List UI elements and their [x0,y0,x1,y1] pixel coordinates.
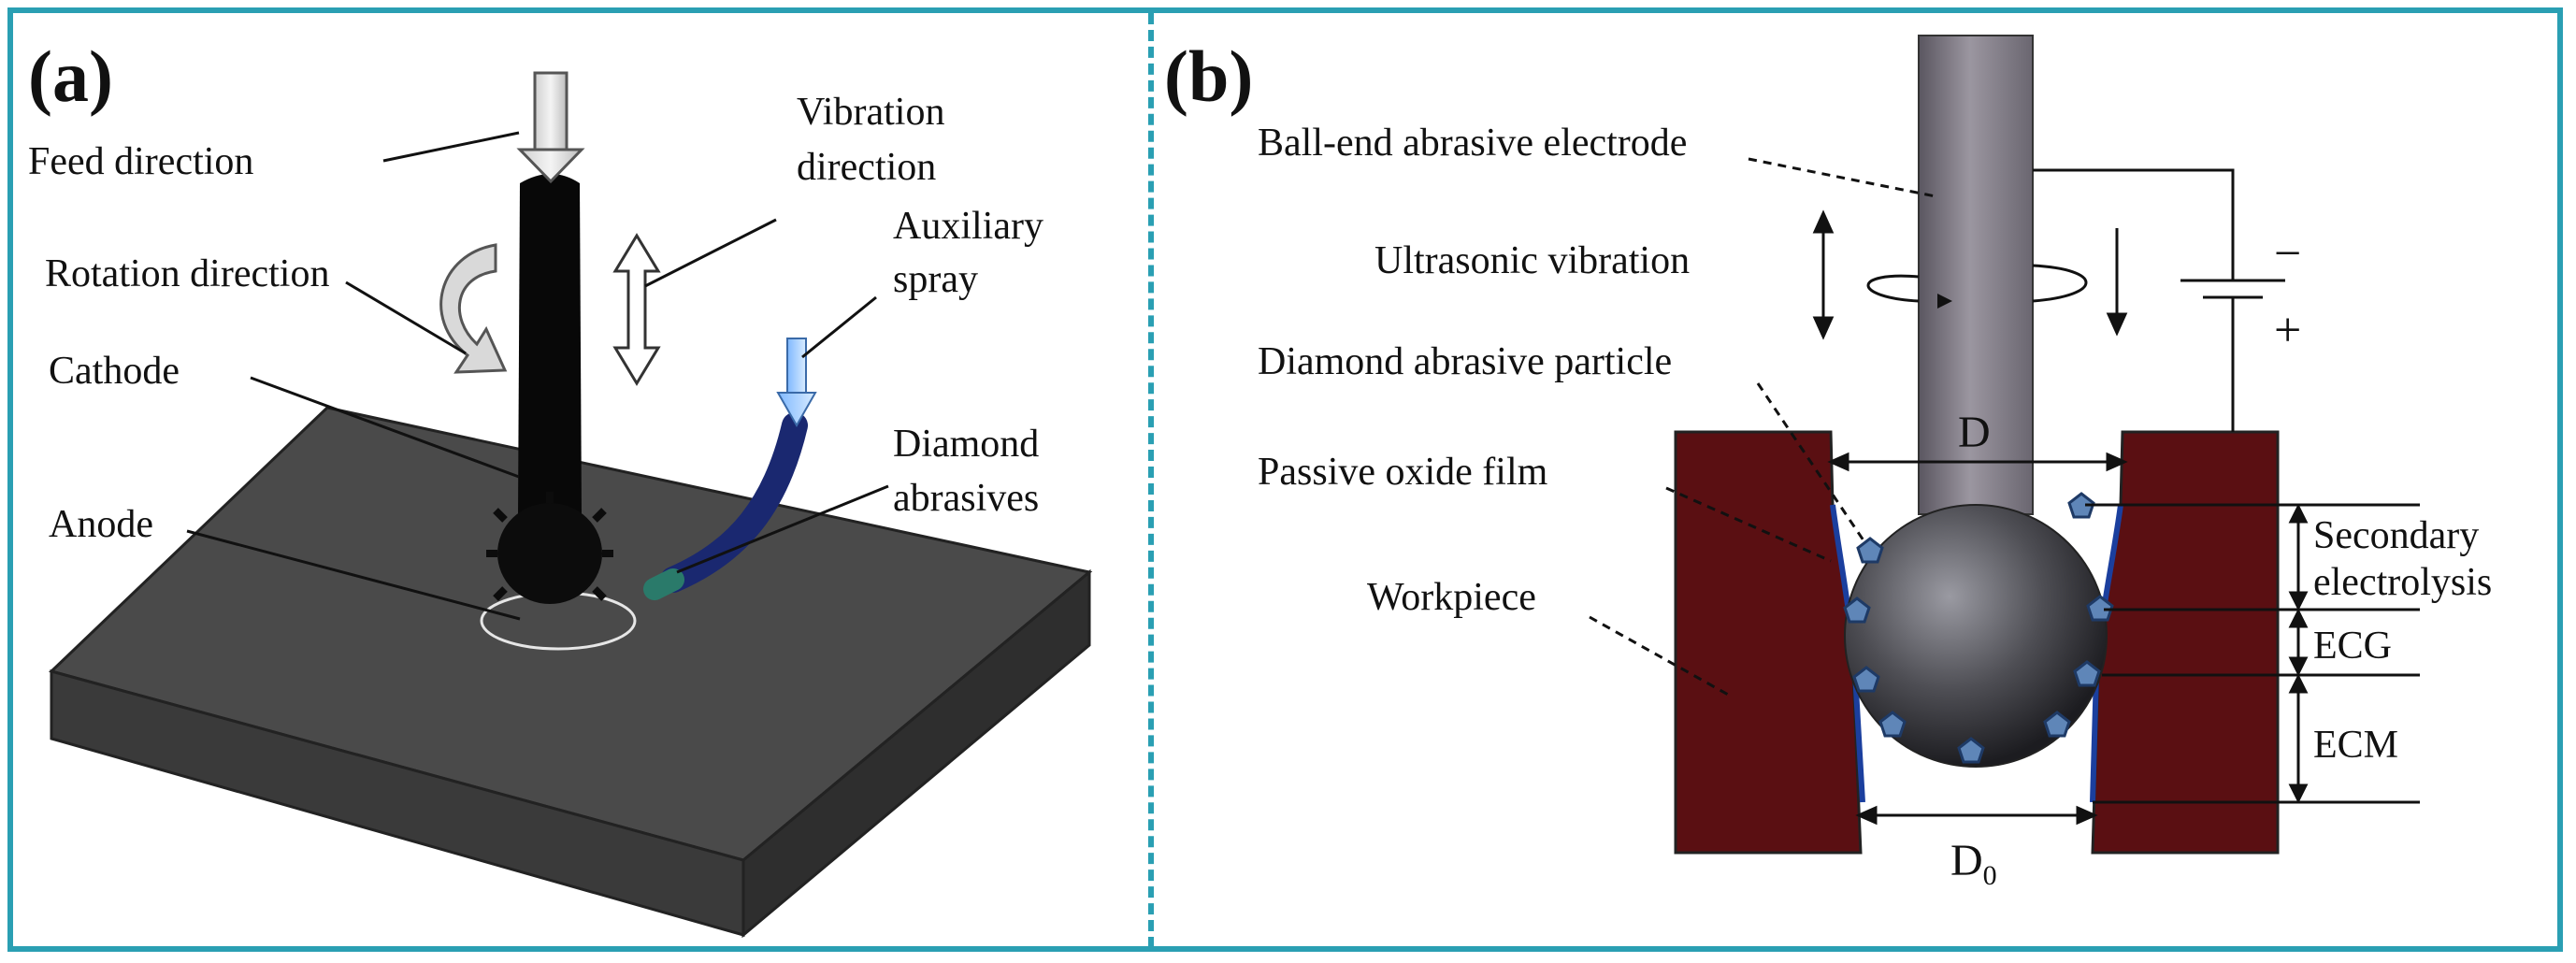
panel-b: (b) [1164,35,2492,891]
spray-nozzle [643,338,817,600]
power-circuit [2033,168,2285,432]
feed-arrow [516,71,585,184]
panel-divider [1148,13,1154,948]
diameter-d0-label: D0 [1950,836,1997,891]
diameter-d-label: D [1958,408,1991,457]
panel-a-leaders [186,131,889,621]
zone-lines [2085,503,2420,804]
ecm-label: ECM [2313,724,2398,767]
dimension-lines [1827,452,2128,826]
diamond-abrasives-label-line1: Diamond [893,423,1039,466]
diamond-particles [1843,492,2114,764]
feed-arrow-b [2106,228,2128,337]
rotation-direction-label: Rotation direction [45,252,329,295]
oxide-film-label: Passive oxide film [1258,451,1548,494]
vibration-label-line2: direction [797,146,936,189]
plus-terminal: + [2274,304,2301,357]
auxiliary-spray-label-line2: spray [893,258,978,301]
workpiece-label: Workpiece [1367,576,1536,619]
cathode-label: Cathode [49,350,180,393]
panel-a: (a) [28,36,1093,939]
diamond-abrasives-label-line2: abrasives [893,477,1039,520]
figure-frame [7,7,2563,952]
minus-terminal: − [2274,227,2301,280]
anode-label: Anode [49,503,153,546]
electrode-label: Ball-end abrasive electrode [1258,122,1687,165]
anode-plate [49,406,1093,939]
rotation-arrow [439,243,508,374]
feed-direction-label: Feed direction [28,140,253,183]
secondary-electrolysis-label-line2: electrolysis [2313,561,2492,604]
ecg-label: ECG [2313,625,2392,668]
panel-a-tag: (a) [28,36,113,117]
vibration-label-line1: Vibration [797,91,944,134]
vibration-arrow [612,233,661,386]
diamond-particle-label: Diamond abrasive particle [1258,340,1672,383]
cathode-tool [486,174,613,604]
ball-end [1844,504,2108,768]
panel-b-tag: (b) [1164,36,1253,117]
workpiece-left [1674,430,1863,855]
workpiece-right [2091,430,2280,855]
panel-b-leaders [1589,157,1936,697]
ultrasonic-arrow [1812,209,1835,340]
rotation-indicator [1866,264,2088,309]
ultrasonic-vibration-label: Ultrasonic vibration [1374,239,1690,282]
secondary-electrolysis-label-line1: Secondary [2313,514,2479,557]
auxiliary-spray-label-line1: Auxiliary [893,205,1043,248]
